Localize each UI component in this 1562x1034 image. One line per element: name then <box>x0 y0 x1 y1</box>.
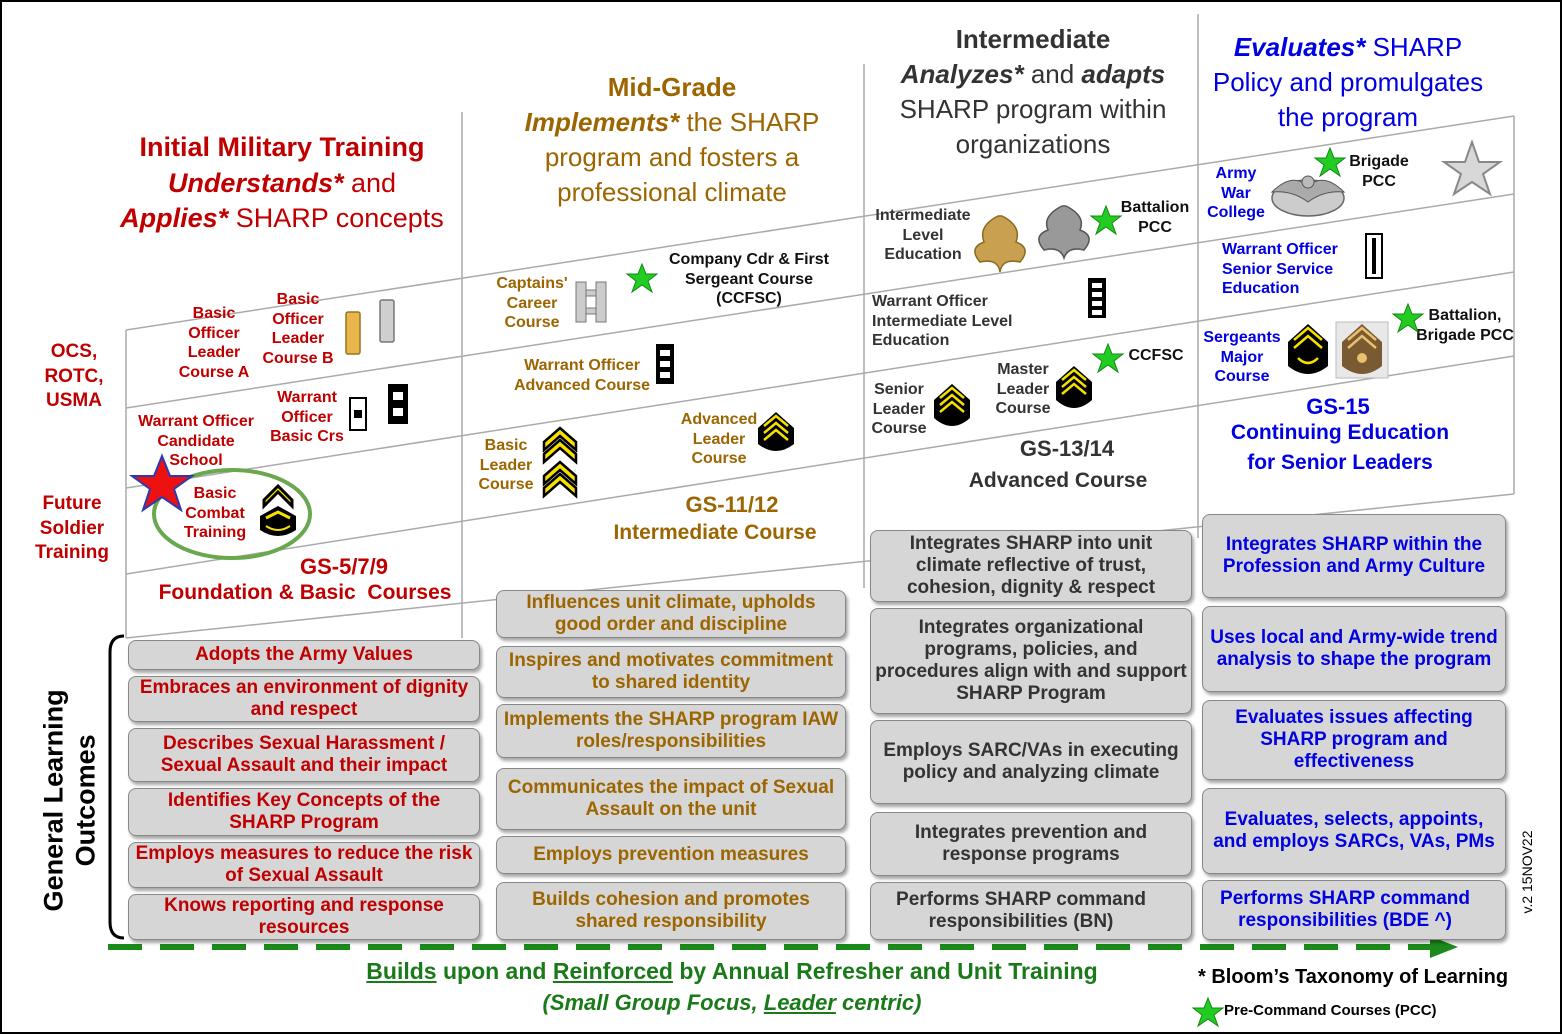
outcome-initial-1: Adopts the Army Values <box>128 640 480 670</box>
outcome-intermediate-3: Employs SARC/VAs in executing policy and… <box>870 720 1192 804</box>
senior-course-name-1: Continuing Education <box>1230 421 1450 444</box>
bloom-note: * Bloom’s Taxonomy of Learning <box>1198 966 1509 988</box>
course-alc: Advanced Leader Course <box>680 411 758 468</box>
outcome-initial-6: Knows reporting and response resources <box>128 894 480 940</box>
course-wocs: Warrant Officer Candidate School <box>138 413 254 470</box>
intermediate-course-name: Advanced Course <box>968 469 1148 492</box>
senior-course-name-2: for Senior Leaders <box>1247 451 1433 474</box>
intermediate-and: and <box>1023 59 1082 90</box>
senior-header: Evaluates* SHARP Policy and promulgates … <box>1198 30 1498 135</box>
footer-sub-b: centric) <box>835 990 922 1015</box>
senior-line2: Policy and promulgates <box>1212 67 1484 98</box>
outcome-midgrade-4: Communicates the impact of Sexual Assaul… <box>496 768 846 830</box>
pcc-legend: Pre-Command Courses (PCC) <box>1224 1002 1437 1019</box>
outcome-initial-2: Embraces an environment of dignity and r… <box>128 676 480 722</box>
midgrade-verb: Implements* <box>524 107 680 138</box>
version-label: v.2 15NOV22 <box>1519 830 1535 914</box>
midgrade-line1-rest: the SHARP <box>679 107 820 138</box>
course-bn-bde-pcc: Battalion, Brigade PCC <box>1416 307 1514 344</box>
course-ile: Intermediate Level Education <box>875 207 971 264</box>
course-ccc: Captains' Career Course <box>496 275 568 332</box>
senior-verb: Evaluates* <box>1233 32 1366 62</box>
course-bde-pcc: Brigade PCC <box>1349 153 1409 190</box>
course-bn-pcc: Battalion PCC <box>1120 199 1190 236</box>
footer-main: Builds upon and Reinforced by Annual Ref… <box>182 958 1282 985</box>
outcome-senior-4: Evaluates, selects, appoints, and employ… <box>1202 788 1506 874</box>
outcome-intermediate-1: Integrates SHARP into unit climate refle… <box>870 530 1192 602</box>
initial-header: Initial Military Training Understands* a… <box>102 130 462 237</box>
midgrade-course-name: Intermediate Course <box>613 521 817 544</box>
course-wobc: Warrant Officer Basic Crs <box>270 389 344 446</box>
footer-sub-leader: Leader <box>763 990 836 1015</box>
intermediate-line3: organizations <box>955 129 1111 160</box>
senior-line3: the program <box>1277 102 1419 133</box>
course-wosse: Warrant Officer Senior Service Education <box>1222 241 1338 298</box>
course-bolc-a: Basic Officer Leader Course A <box>178 305 250 381</box>
course-mlc: Master Leader Course <box>995 361 1051 418</box>
course-ccfsc-intermediate: CCFSC <box>1128 347 1184 364</box>
outcome-midgrade-3: Implements the SHARP program IAW roles/r… <box>496 704 846 758</box>
outcome-senior-2: Uses local and Army-wide trend analysis … <box>1202 606 1506 692</box>
initial-rest: SHARP concepts <box>228 203 444 234</box>
course-blc: Basic Leader Course <box>478 437 534 494</box>
outcome-intermediate-5: Performs SHARP command responsibilities … <box>870 882 1192 940</box>
initial-course-name: Foundation & Basic Courses <box>158 581 452 604</box>
outcome-senior-1: Integrates SHARP within the Profession a… <box>1202 514 1506 598</box>
footer-rest: by Annual Refresher and Unit Training <box>672 958 1098 984</box>
initial-course-grade: GS-5/7/9 <box>299 554 389 579</box>
commissioning-sources: OCS, ROTC, USMA <box>44 341 104 412</box>
course-ccfsc: Company Cdr & First Sergeant Course (CCF… <box>668 251 829 308</box>
course-awc: Army War College <box>1207 165 1265 222</box>
course-bolc-b: Basic Officer Leader Course B <box>262 291 334 367</box>
initial-title: Initial Military Training <box>139 132 425 162</box>
intermediate-verb-2: adapts <box>1081 59 1166 90</box>
outcome-senior-3: Evaluates issues affecting SHARP program… <box>1202 700 1506 780</box>
outcome-midgrade-2: Inspires and motivates commitment to sha… <box>496 646 846 698</box>
outcome-initial-4: Identifies Key Concepts of the SHARP Pro… <box>128 788 480 836</box>
outcome-senior-5: Performs SHARP command responsibilities … <box>1202 880 1506 940</box>
initial-and: and <box>343 167 397 198</box>
course-bct: Basic Combat Training <box>183 485 247 542</box>
course-woac: Warrant Officer Advanced Course <box>513 357 651 394</box>
outcome-initial-5: Employs measures to reduce the risk of S… <box>128 842 480 888</box>
intermediate-verb-1: Analyzes* <box>900 59 1024 90</box>
outcome-intermediate-4: Integrates prevention and response progr… <box>870 812 1192 876</box>
general-learning-outcomes-label: General Learning Outcomes <box>38 689 101 912</box>
intermediate-course-grade: GS-13/14 <box>1019 436 1115 461</box>
footer-upon: upon and <box>436 958 553 984</box>
outcome-midgrade-6: Builds cohesion and promotes shared resp… <box>496 882 846 940</box>
outcome-intermediate-2: Integrates organizational programs, poli… <box>870 608 1192 714</box>
midgrade-header: Mid-Grade Implements* the SHARP program … <box>492 70 852 210</box>
outcome-midgrade-5: Employs prevention measures <box>496 836 846 874</box>
footer-sub: (Small Group Focus, Leader centric) <box>182 990 1282 1016</box>
intermediate-line2: SHARP program within <box>899 94 1167 125</box>
course-smc: Sergeants Major Course <box>1203 329 1281 386</box>
course-slc: Senior Leader Course <box>871 381 927 438</box>
midgrade-line2: program and fosters a <box>544 142 800 173</box>
outcome-initial-3: Describes Sexual Harassment / Sexual Ass… <box>128 728 480 782</box>
footer-reinforced: Reinforced <box>552 958 673 984</box>
initial-verb-2: Applies* <box>120 203 229 234</box>
intermediate-header: Intermediate Analyzes* and adapts SHARP … <box>870 22 1196 162</box>
outcome-midgrade-1: Influences unit climate, upholds good or… <box>496 590 846 638</box>
midgrade-course-grade: GS-11/12 <box>685 492 779 517</box>
senior-course-grade: GS-15 <box>1306 394 1370 419</box>
future-soldier-training: Future Soldier Training <box>35 493 109 564</box>
footer-sub-a: (Small Group Focus, <box>542 990 764 1015</box>
intermediate-title: Intermediate <box>955 24 1111 54</box>
footer-builds: Builds <box>366 958 437 984</box>
senior-line1-rest: SHARP <box>1365 32 1463 62</box>
course-woile: Warrant Officer Intermediate Level Educa… <box>872 293 1013 350</box>
midgrade-line3: professional climate <box>557 177 787 208</box>
midgrade-title: Mid-Grade <box>607 72 737 102</box>
initial-verb-1: Understands* <box>167 167 344 198</box>
